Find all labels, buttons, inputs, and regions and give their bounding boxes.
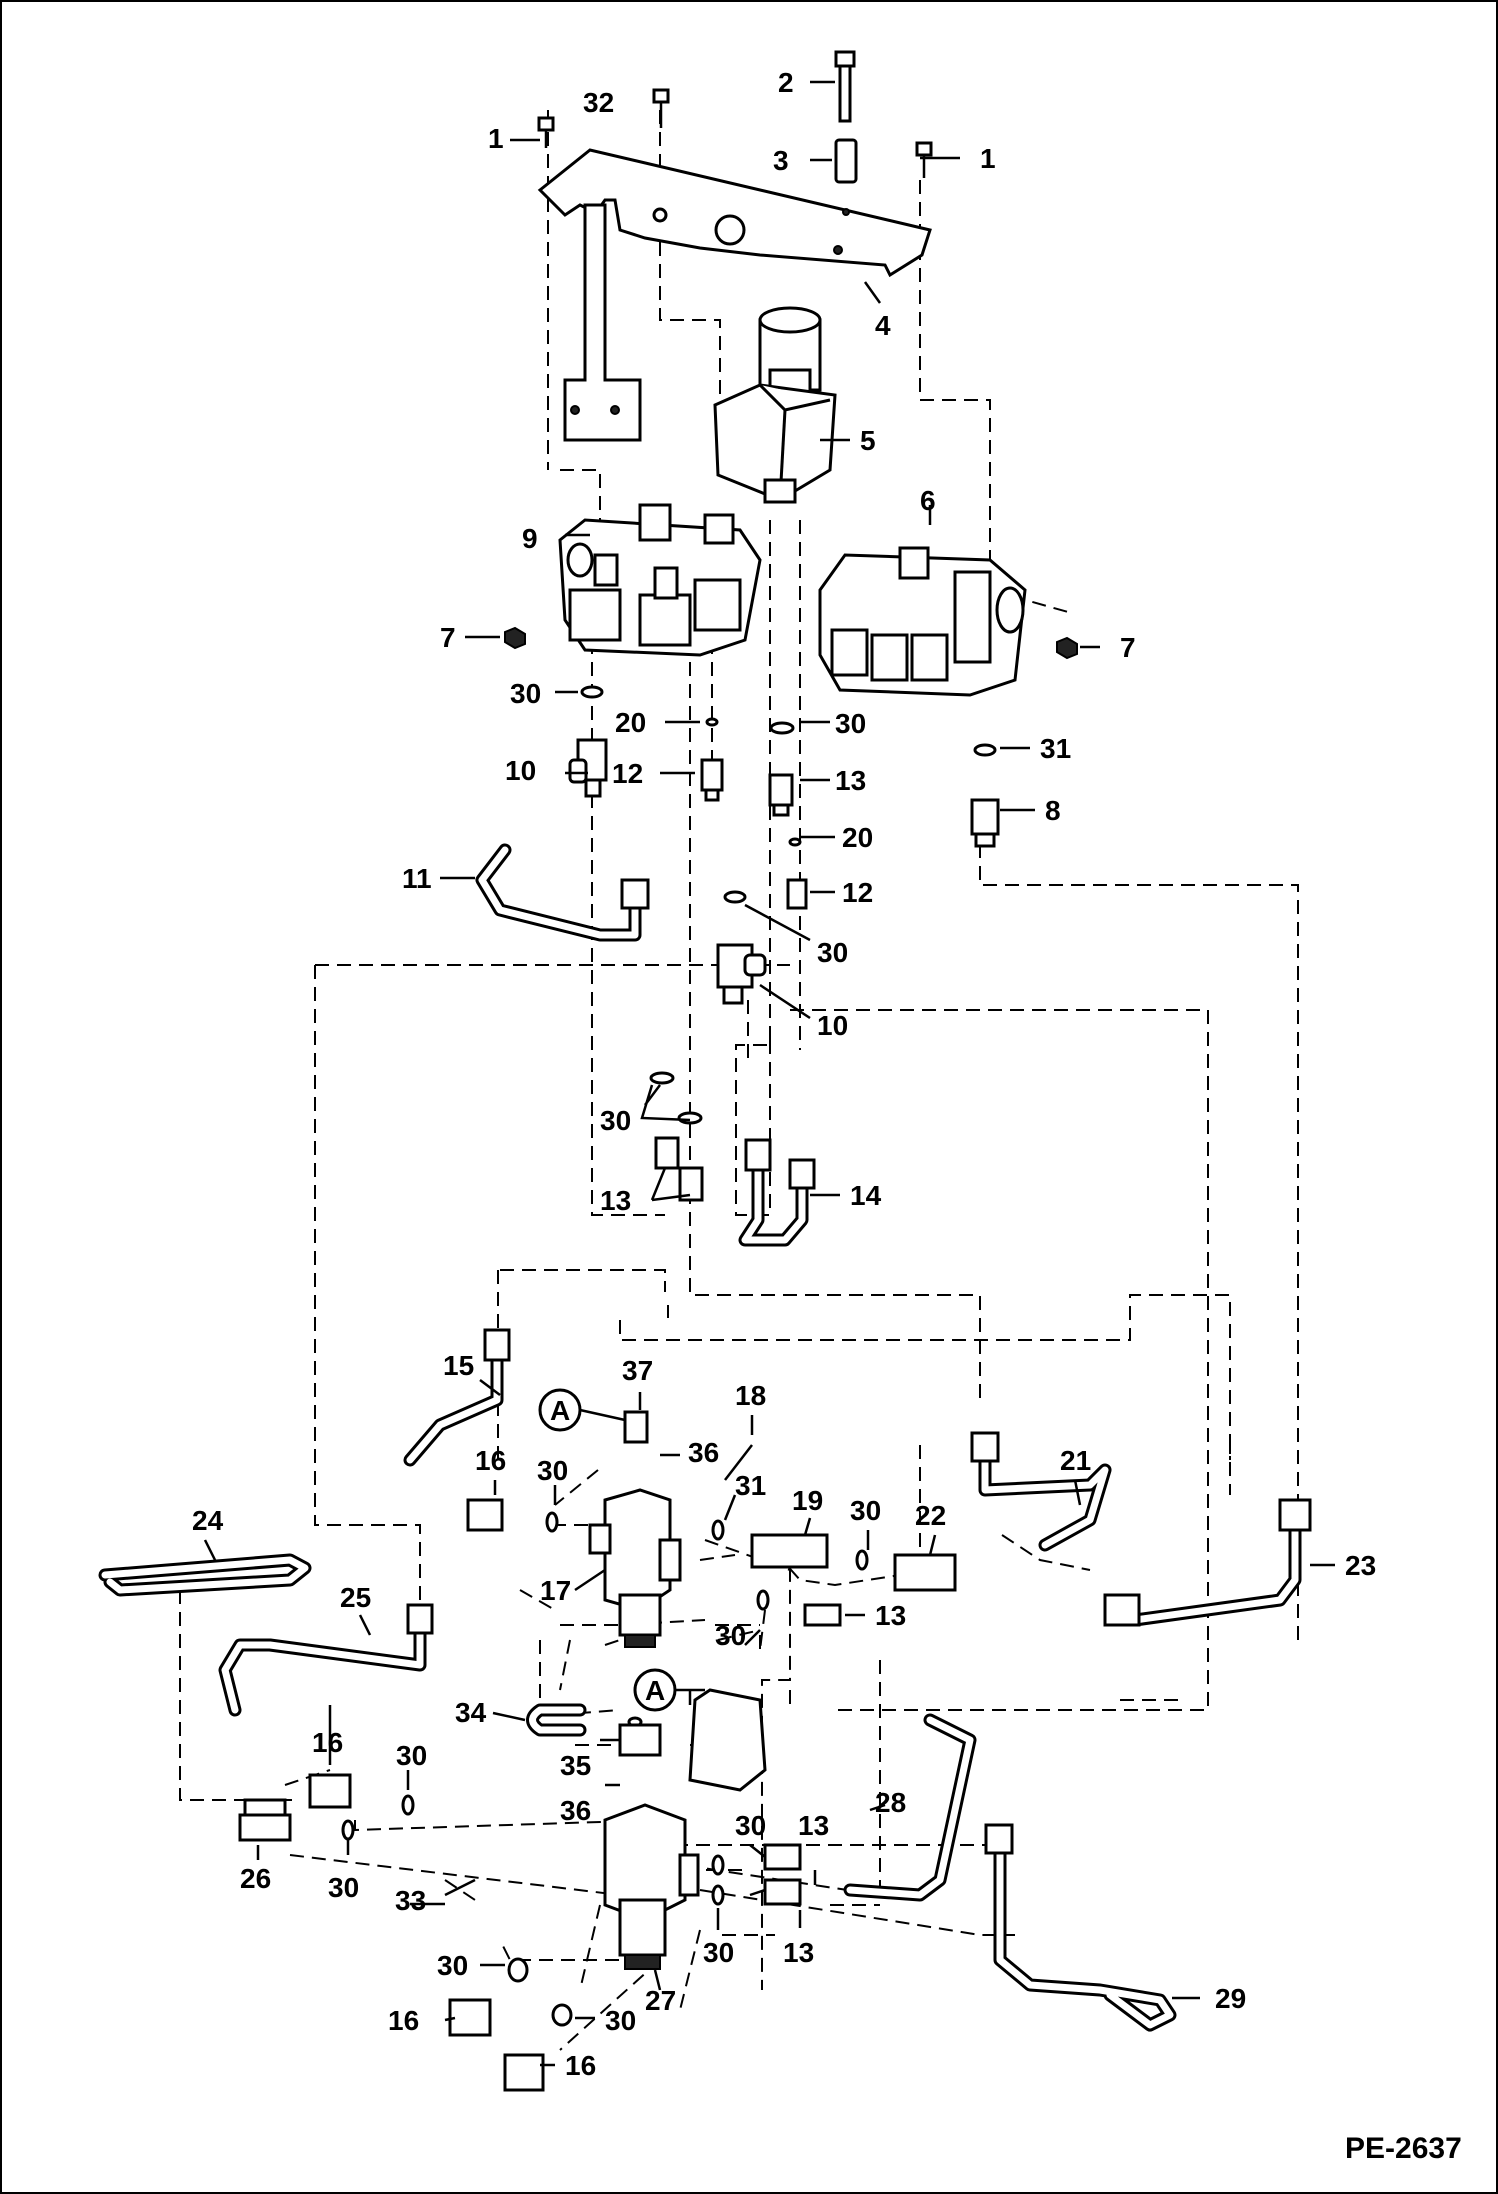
callout-36-a: 36 bbox=[688, 1437, 719, 1468]
callout-19: 19 bbox=[792, 1485, 823, 1516]
callout-16-c: 16 bbox=[388, 2005, 419, 2036]
callout-7-right: 7 bbox=[1120, 632, 1136, 663]
bolt-2 bbox=[834, 50, 856, 123]
callout-leaders bbox=[203, 80, 1335, 2067]
nut-7-left bbox=[504, 626, 526, 650]
callout-32: 32 bbox=[583, 87, 614, 118]
callout-21: 21 bbox=[1060, 1445, 1091, 1476]
callout-23: 23 bbox=[1345, 1550, 1376, 1581]
callout-30-m: 30 bbox=[605, 2005, 636, 2036]
callout-28: 28 bbox=[875, 1787, 906, 1818]
callout-7-left: 7 bbox=[440, 622, 456, 653]
callout-22: 22 bbox=[915, 1500, 946, 1531]
callout-35: 35 bbox=[560, 1750, 591, 1781]
solenoid-valve-9 bbox=[558, 503, 762, 657]
nut-7-right bbox=[1056, 636, 1078, 660]
callout-4: 4 bbox=[875, 310, 891, 341]
callout-14: 14 bbox=[850, 1180, 882, 1211]
callout-2: 2 bbox=[778, 67, 794, 98]
callout-30-l: 30 bbox=[437, 1950, 468, 1981]
callout-11: 11 bbox=[402, 863, 432, 894]
callout-30-f: 30 bbox=[850, 1495, 881, 1526]
callout-3: 3 bbox=[773, 145, 789, 176]
mount-plate bbox=[537, 148, 932, 442]
callout-1-left: 1 bbox=[488, 123, 504, 154]
callout-36-b: 36 bbox=[560, 1795, 591, 1826]
callout-30-a: 30 bbox=[510, 678, 541, 709]
callout-30-g: 30 bbox=[715, 1620, 746, 1651]
callout-1-right: 1 bbox=[980, 143, 996, 174]
callout-24: 24 bbox=[192, 1505, 224, 1536]
callout-5: 5 bbox=[860, 425, 876, 456]
callout-13-c: 13 bbox=[875, 1600, 906, 1631]
callout-16-a: 16 bbox=[475, 1445, 506, 1476]
callout-30-j: 30 bbox=[328, 1872, 359, 1903]
callout-20-b: 20 bbox=[842, 822, 873, 853]
callout-26: 26 bbox=[240, 1863, 271, 1894]
callout-10-a: 10 bbox=[505, 755, 536, 786]
solenoid-valve-6 bbox=[818, 546, 1027, 697]
callout-12-a: 12 bbox=[612, 758, 643, 789]
tubes bbox=[98, 843, 1312, 2032]
callout-16-d: 16 bbox=[565, 2050, 596, 2081]
callout-37: 37 bbox=[622, 1355, 653, 1386]
callout-30-k: 30 bbox=[703, 1937, 734, 1968]
callout-15: 15 bbox=[443, 1350, 474, 1381]
callout-30-b: 30 bbox=[835, 708, 866, 739]
callout-27: 27 bbox=[645, 1985, 676, 2016]
bolt-1-right bbox=[915, 141, 933, 178]
bolt-1-left bbox=[537, 116, 555, 148]
valve-17 bbox=[588, 1488, 682, 1648]
callout-17: 17 bbox=[540, 1575, 571, 1606]
valve-27 bbox=[603, 1803, 700, 1970]
callout-13-b: 13 bbox=[600, 1185, 631, 1216]
drawing-code: PE-2637 bbox=[1345, 2132, 1462, 2165]
callout-16-b: 16 bbox=[312, 1727, 343, 1758]
callout-8: 8 bbox=[1045, 795, 1061, 826]
callout-30-i: 30 bbox=[735, 1810, 766, 1841]
selector-valve-5 bbox=[713, 306, 837, 504]
callout-33: 33 bbox=[395, 1885, 426, 1916]
callout-30-e: 30 bbox=[537, 1455, 568, 1486]
routing-lines bbox=[179, 110, 1299, 2051]
callout-30-d: 30 bbox=[600, 1105, 631, 1136]
callout-13-a: 13 bbox=[835, 765, 866, 796]
callout-31-b: 31 bbox=[735, 1470, 766, 1501]
callout-30-h: 30 bbox=[396, 1740, 427, 1771]
spacer-3 bbox=[834, 138, 858, 216]
o-rings bbox=[341, 685, 997, 2027]
callout-labels: 1 32 2 3 1 4 5 9 6 7 7 30 20 30 31 10 12… bbox=[192, 67, 1376, 2081]
bracket bbox=[688, 1688, 767, 1792]
callout-9: 9 bbox=[522, 523, 538, 554]
detail-ref-a1: A bbox=[550, 1395, 570, 1426]
callout-25: 25 bbox=[340, 1582, 371, 1613]
callout-29: 29 bbox=[1215, 1983, 1246, 2014]
callout-13-d: 13 bbox=[798, 1810, 829, 1841]
callout-10-b: 10 bbox=[817, 1010, 848, 1041]
callout-20-a: 20 bbox=[615, 707, 646, 738]
callout-13-e: 13 bbox=[783, 1937, 814, 1968]
callout-18: 18 bbox=[735, 1380, 766, 1411]
callout-31-a: 31 bbox=[1040, 733, 1071, 764]
detail-ref-a2: A bbox=[645, 1675, 665, 1706]
callout-34: 34 bbox=[455, 1697, 487, 1728]
callout-30-c: 30 bbox=[817, 937, 848, 968]
callout-12-b: 12 bbox=[842, 877, 873, 908]
callout-6: 6 bbox=[920, 485, 936, 516]
bolt-32 bbox=[652, 88, 670, 128]
